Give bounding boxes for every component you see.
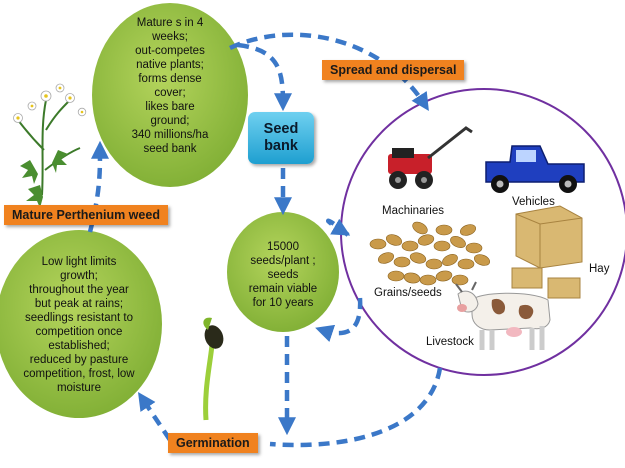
growth-line: but peak at rains;	[34, 298, 124, 311]
growth-line: competition once	[35, 326, 123, 339]
livestock-icon	[455, 281, 551, 350]
weed-plant-icon	[13, 83, 87, 208]
growth-line: seedlings resistant to	[24, 312, 134, 325]
germination-label: Germination	[168, 433, 258, 453]
mature-line: forms dense	[138, 73, 202, 86]
mature-oval	[92, 3, 248, 187]
mature-line: Mature s in 4	[136, 17, 204, 29]
growth-line: throughout the year	[29, 284, 129, 297]
seeds-line: 15000	[267, 241, 299, 253]
hay-label: Hay	[589, 263, 610, 275]
mature-weed-label: Mature Perthenium weed	[4, 205, 168, 225]
growth-line: growth;	[60, 270, 98, 283]
machinaries-label: Machinaries	[382, 205, 444, 217]
mature-oval-text: Mature s in 4 weeks; out-competes native…	[108, 16, 232, 156]
arrow-growth-to-mature	[87, 140, 109, 233]
grains-label: Grains/seeds	[374, 287, 442, 299]
livestock-label: Livestock	[426, 336, 474, 348]
mature-line: ground;	[150, 115, 190, 128]
arrow-mature-to-spread	[229, 32, 429, 112]
growth-line: established;	[48, 340, 110, 353]
vehicles-label: Vehicles	[512, 196, 555, 208]
seeds-oval	[227, 212, 339, 332]
mature-line: likes bare	[145, 101, 195, 114]
growth-oval-text: Low light limits growth; throughout the …	[4, 255, 154, 395]
arrow-mature-to-seedbank	[237, 42, 292, 112]
seeds-line: remain viable	[248, 283, 318, 296]
arrow-circle-to-seeds-top	[325, 218, 351, 237]
mature-line: seed bank	[143, 143, 197, 156]
seedling-icon	[203, 317, 224, 421]
seed-bank-line2: bank	[264, 138, 298, 154]
machinery-icon	[388, 126, 473, 189]
growth-line: moisture	[56, 382, 102, 395]
growth-line: competition, frost, low	[23, 368, 135, 381]
spread-dispersal-label: Spread and dispersal	[322, 60, 465, 80]
seeds-oval-text: 15000 seeds/plant ; seeds remain viable …	[234, 240, 332, 310]
mature-line: out-competes	[135, 45, 205, 58]
mature-line: cover;	[154, 87, 186, 100]
mature-line: weeks;	[152, 31, 188, 44]
arrow-circle-to-germination	[269, 367, 443, 448]
grains-icon	[369, 221, 491, 286]
seeds-line: seeds/plant ;	[250, 255, 316, 268]
vehicle-icon	[485, 145, 585, 193]
seeds-line: for 10 years	[252, 297, 314, 310]
growth-line: reduced by pasture	[29, 354, 129, 367]
mature-line: 340 millions/ha	[131, 129, 209, 142]
arrow-germination-to-growth	[138, 392, 172, 442]
arrow-circle-to-seeds-bottom	[315, 297, 363, 342]
hay-icon	[511, 205, 583, 299]
seed-bank-line1: Seed	[263, 121, 299, 138]
seed-bank-box: Seed bank	[248, 112, 314, 164]
mature-line: native plants;	[136, 59, 204, 72]
growth-oval	[0, 230, 162, 418]
seeds-line: seeds	[267, 269, 299, 282]
growth-line: Low light limits	[41, 256, 117, 268]
